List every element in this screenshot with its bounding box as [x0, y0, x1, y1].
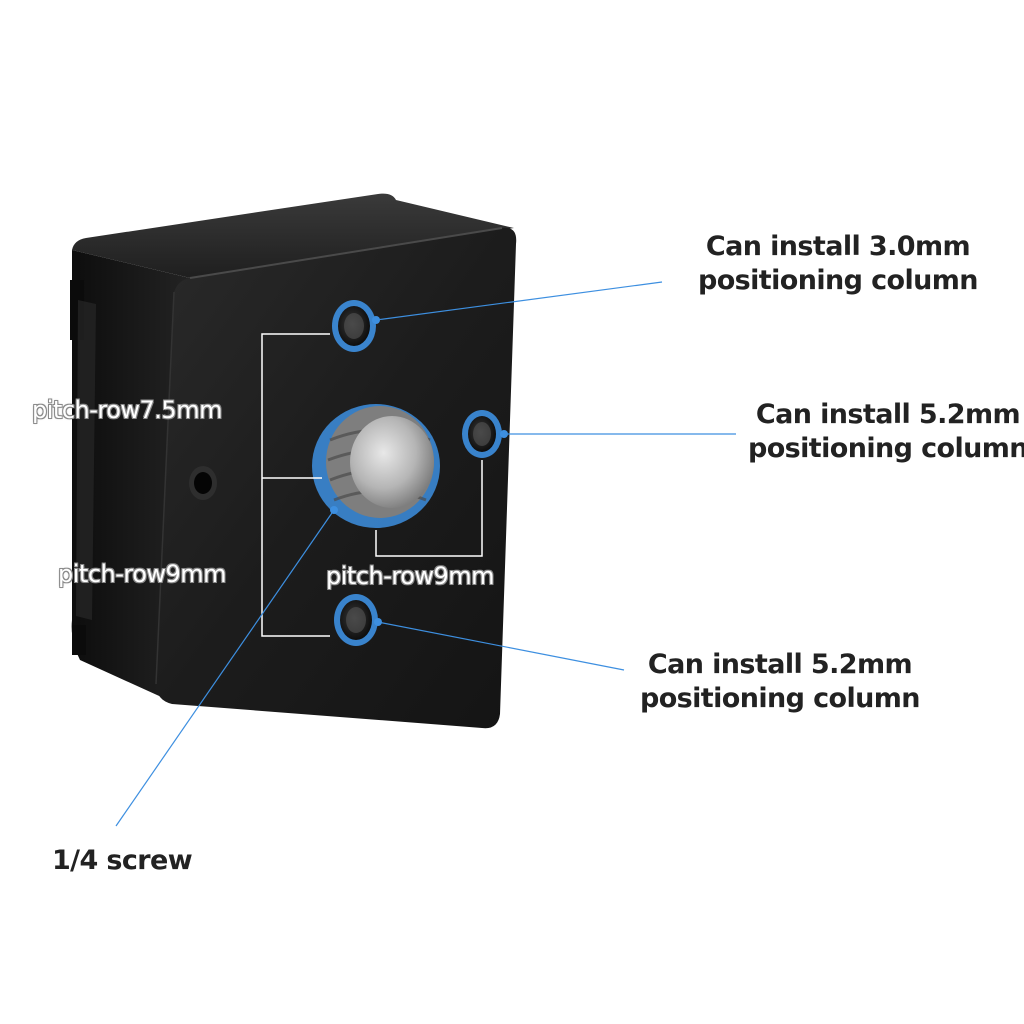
- callout-bottom-hole-line2: positioning column: [640, 683, 921, 714]
- callout-bottom-hole: Can install 5.2mm positioning column: [640, 648, 921, 716]
- dimension-label-vertical-upper: pitch-row7.5mm: [32, 396, 222, 424]
- right-threaded-hole: [462, 410, 502, 458]
- callout-right-hole: Can install 5.2mm positioning column: [748, 398, 1024, 466]
- dimension-label-vertical-lower: pitch-row9mm: [58, 560, 227, 588]
- leader-lines: [115, 281, 736, 827]
- dimension-label-horizontal: pitch-row9mm: [326, 562, 495, 590]
- top-threaded-hole: [332, 300, 376, 352]
- callout-screw: 1/4 screw: [52, 845, 193, 876]
- callout-right-hole-line2: positioning column: [748, 433, 1024, 464]
- callout-bottom-hole-line1: Can install 5.2mm: [647, 649, 913, 680]
- side-hole: [189, 466, 217, 500]
- callout-top-hole-line1: Can install 3.0mm: [705, 231, 971, 262]
- dimension-lines: [261, 333, 483, 637]
- callout-right-hole-line1: Can install 5.2mm: [755, 399, 1021, 430]
- callout-top-hole: Can install 3.0mm positioning column: [698, 230, 979, 298]
- plate-body: [70, 193, 517, 729]
- quarter-inch-screw: [312, 404, 440, 528]
- leader-dots: [330, 316, 508, 626]
- callout-top-hole-line2: positioning column: [698, 265, 979, 296]
- bottom-threaded-hole: [334, 594, 378, 646]
